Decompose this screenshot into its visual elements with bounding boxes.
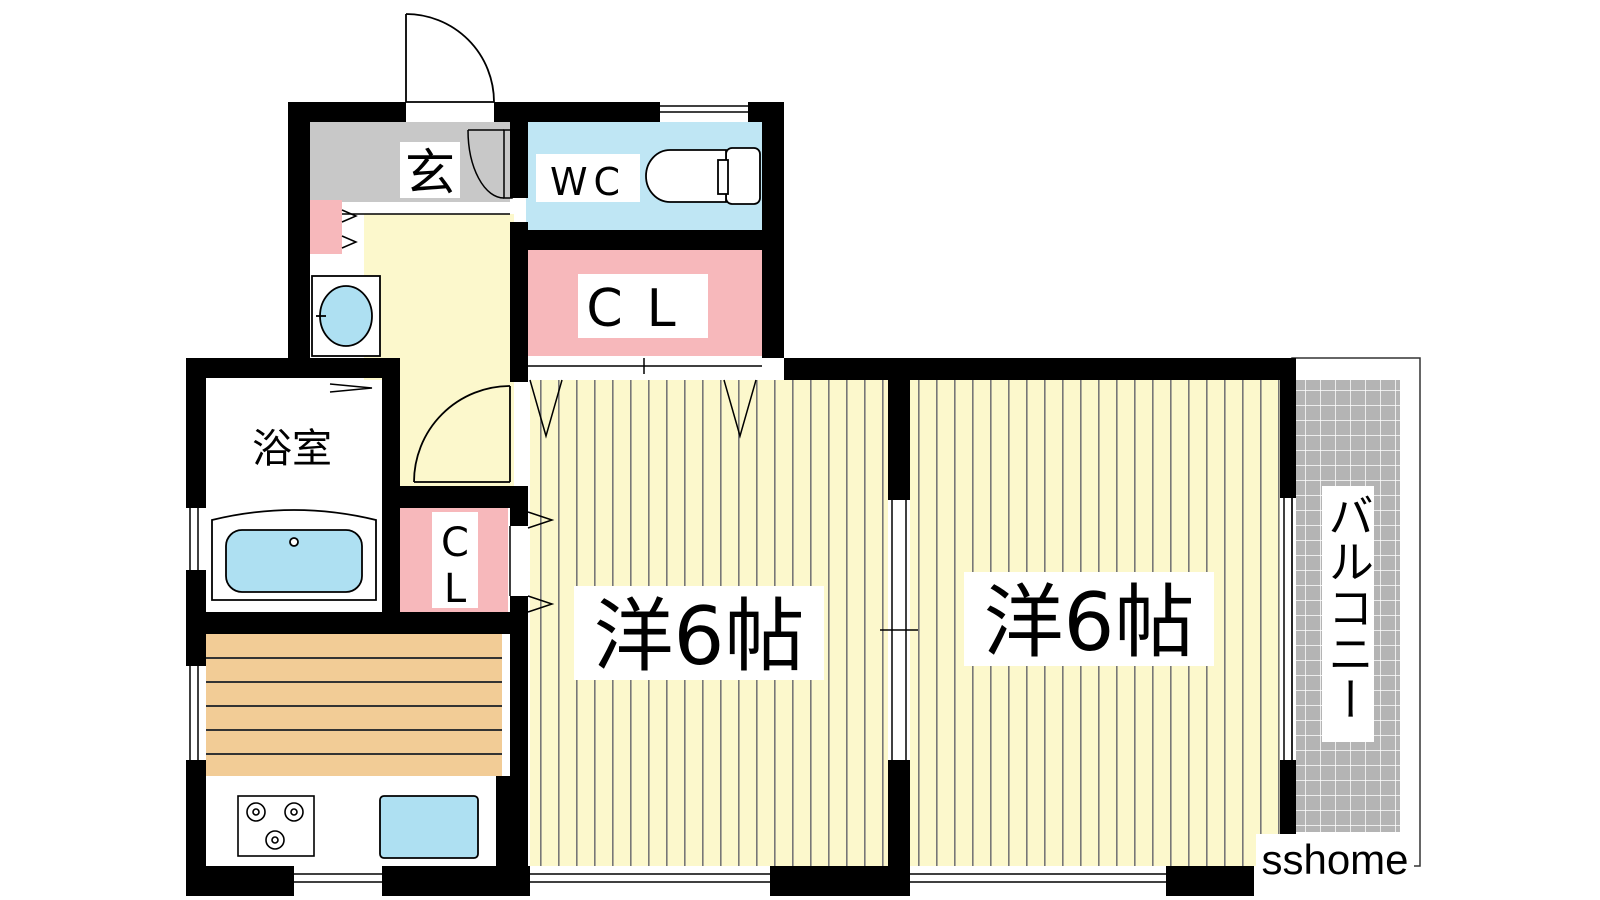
wc-door-icon (467, 129, 513, 199)
closet-small-label-l: L (444, 566, 467, 612)
closet-small-label-bg (432, 512, 478, 608)
stove-icon (237, 795, 315, 857)
western-room-2-label: 洋6帖 (984, 576, 1195, 669)
shoe-cabinet (310, 200, 342, 254)
balcony-label: バルコニー (1321, 492, 1375, 722)
bathroom-label: 浴室 (252, 426, 332, 472)
closet-top-label: CL (586, 279, 699, 339)
walls (186, 102, 1296, 896)
sink-icon (379, 795, 479, 859)
wc-label-bg (536, 154, 640, 202)
hallway-door-icon (413, 385, 511, 483)
door-swing-icon (405, 13, 495, 103)
entrance-label-bg (400, 142, 460, 198)
western-room-1-label: 洋6帖 (594, 590, 805, 683)
western-room-2-label-bg (964, 572, 1214, 666)
windows (189, 105, 1293, 883)
toilet-icon (645, 147, 761, 205)
bathtub-icon (211, 509, 377, 601)
kitchen-counter-lines (206, 657, 502, 755)
balcony-label-bg (1322, 486, 1374, 742)
wc-label: WC (550, 160, 626, 204)
closet-doors-icon (526, 358, 762, 439)
brand-label: sshome (1261, 836, 1408, 883)
closet-small-doors-icon (329, 209, 555, 613)
entrance-label: 玄 (405, 144, 455, 202)
western-room-1-label-bg (574, 586, 824, 680)
brand-label-bg (1256, 834, 1414, 884)
closet-small-label-c: C (441, 520, 469, 566)
washbasin-icon (311, 275, 381, 357)
closet-top-label-bg (578, 274, 708, 338)
